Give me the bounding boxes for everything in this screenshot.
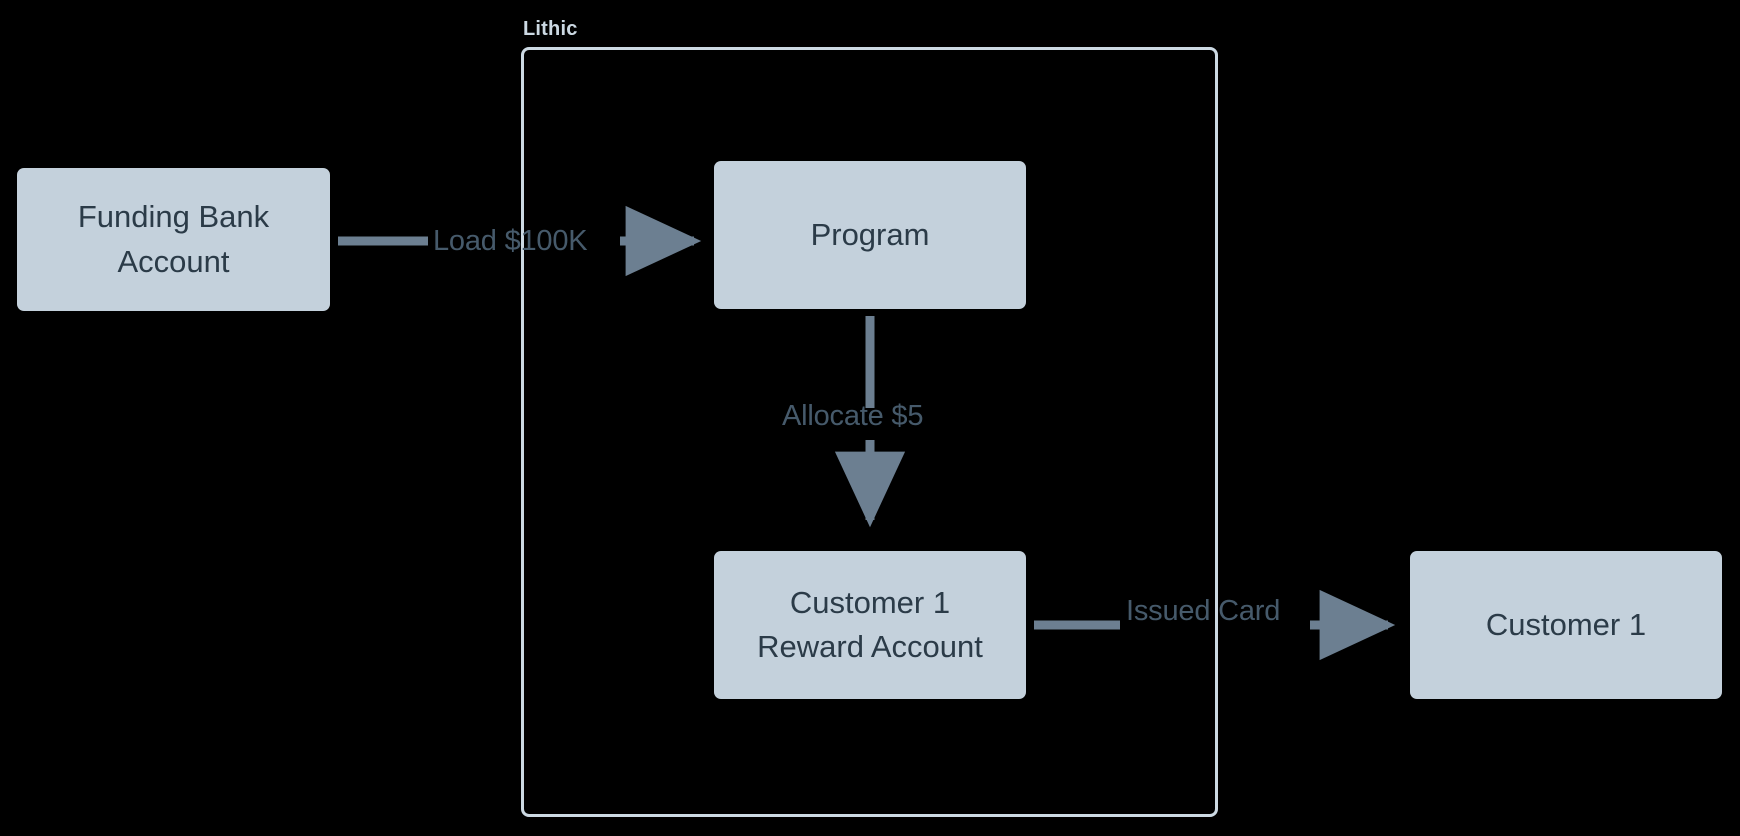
node-customer-1-label: Customer 1 (1485, 606, 1647, 642)
group-container-lithic (521, 47, 1218, 817)
edge-label-issued: Issued Card (1126, 595, 1281, 627)
edge-label-allocate: Allocate $5 (782, 400, 924, 432)
node-customer-1[interactable]: Customer 1 (1410, 551, 1722, 699)
node-customer-1-reward-account-label: Customer 1 Reward Account (757, 584, 983, 664)
group-label-lithic: Lithic (523, 18, 578, 40)
node-program-label: Program (810, 216, 930, 252)
node-funding-bank-account-label: Funding Bank Account (77, 199, 270, 279)
edge-label-load: Load $100K (433, 225, 588, 257)
node-funding-bank-account[interactable]: Funding Bank Account (17, 168, 330, 311)
node-program[interactable]: Program (714, 161, 1026, 309)
node-customer-1-reward-account[interactable]: Customer 1 Reward Account (714, 551, 1026, 699)
